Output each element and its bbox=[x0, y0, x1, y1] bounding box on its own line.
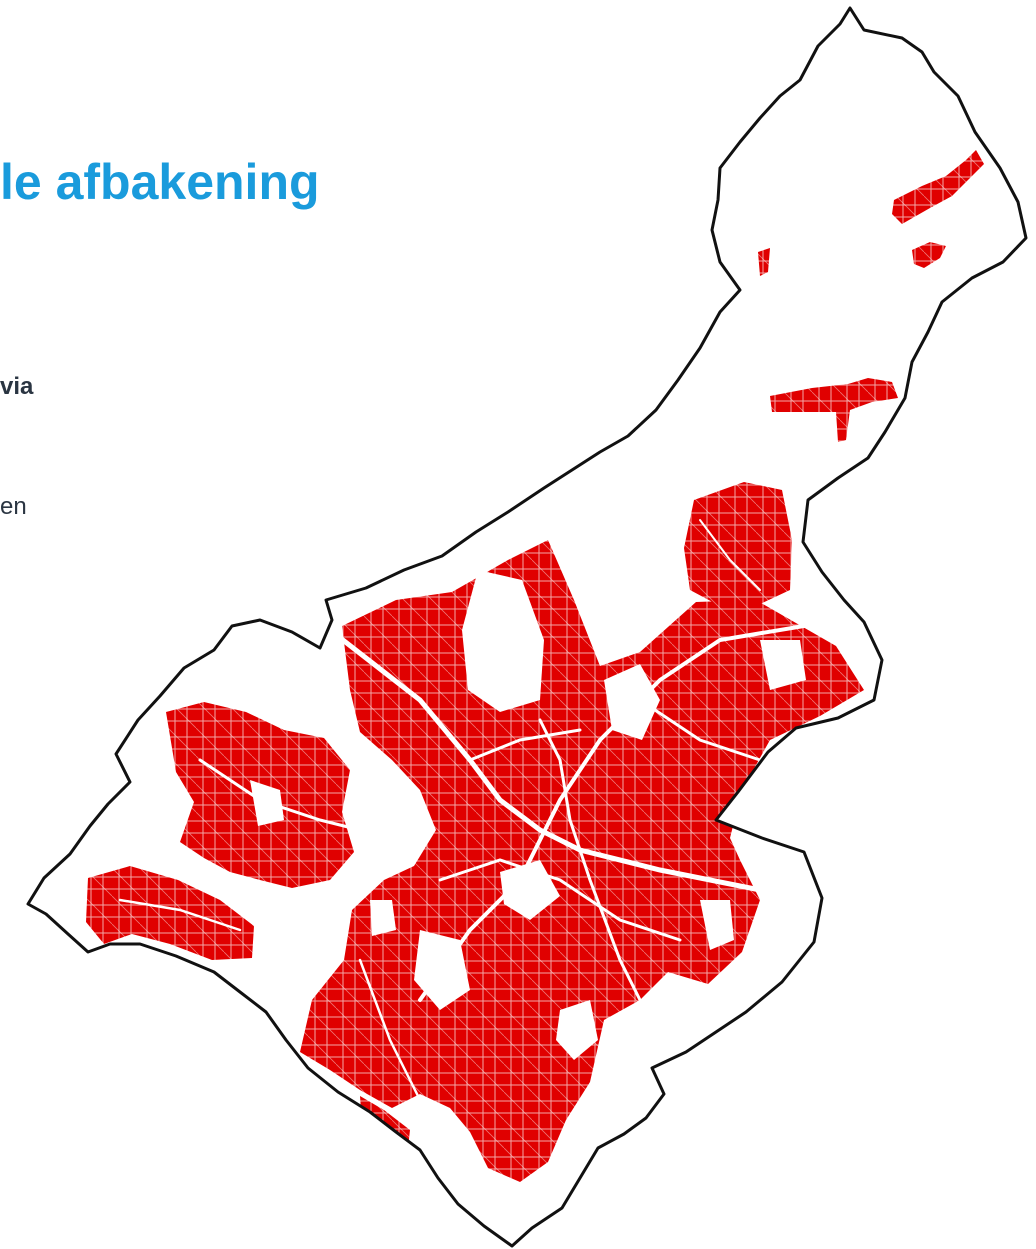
bullet-text: en bbox=[0, 493, 27, 520]
built-area-north-patch-3 bbox=[758, 248, 770, 276]
built-area-center bbox=[300, 540, 864, 1182]
slide-title: le afbakening bbox=[0, 154, 320, 210]
bullet-bold-text: via bbox=[0, 373, 34, 400]
major-roads bbox=[118, 519, 842, 1102]
built-up-area-layer bbox=[86, 150, 984, 1182]
built-area-southwest bbox=[86, 866, 254, 960]
built-area-north-strip bbox=[770, 378, 898, 442]
municipality-boundary bbox=[26, 6, 1028, 1248]
built-area-northeast bbox=[684, 482, 792, 606]
built-area-north-patch bbox=[892, 150, 984, 224]
built-area-north-patch-2 bbox=[912, 242, 946, 268]
